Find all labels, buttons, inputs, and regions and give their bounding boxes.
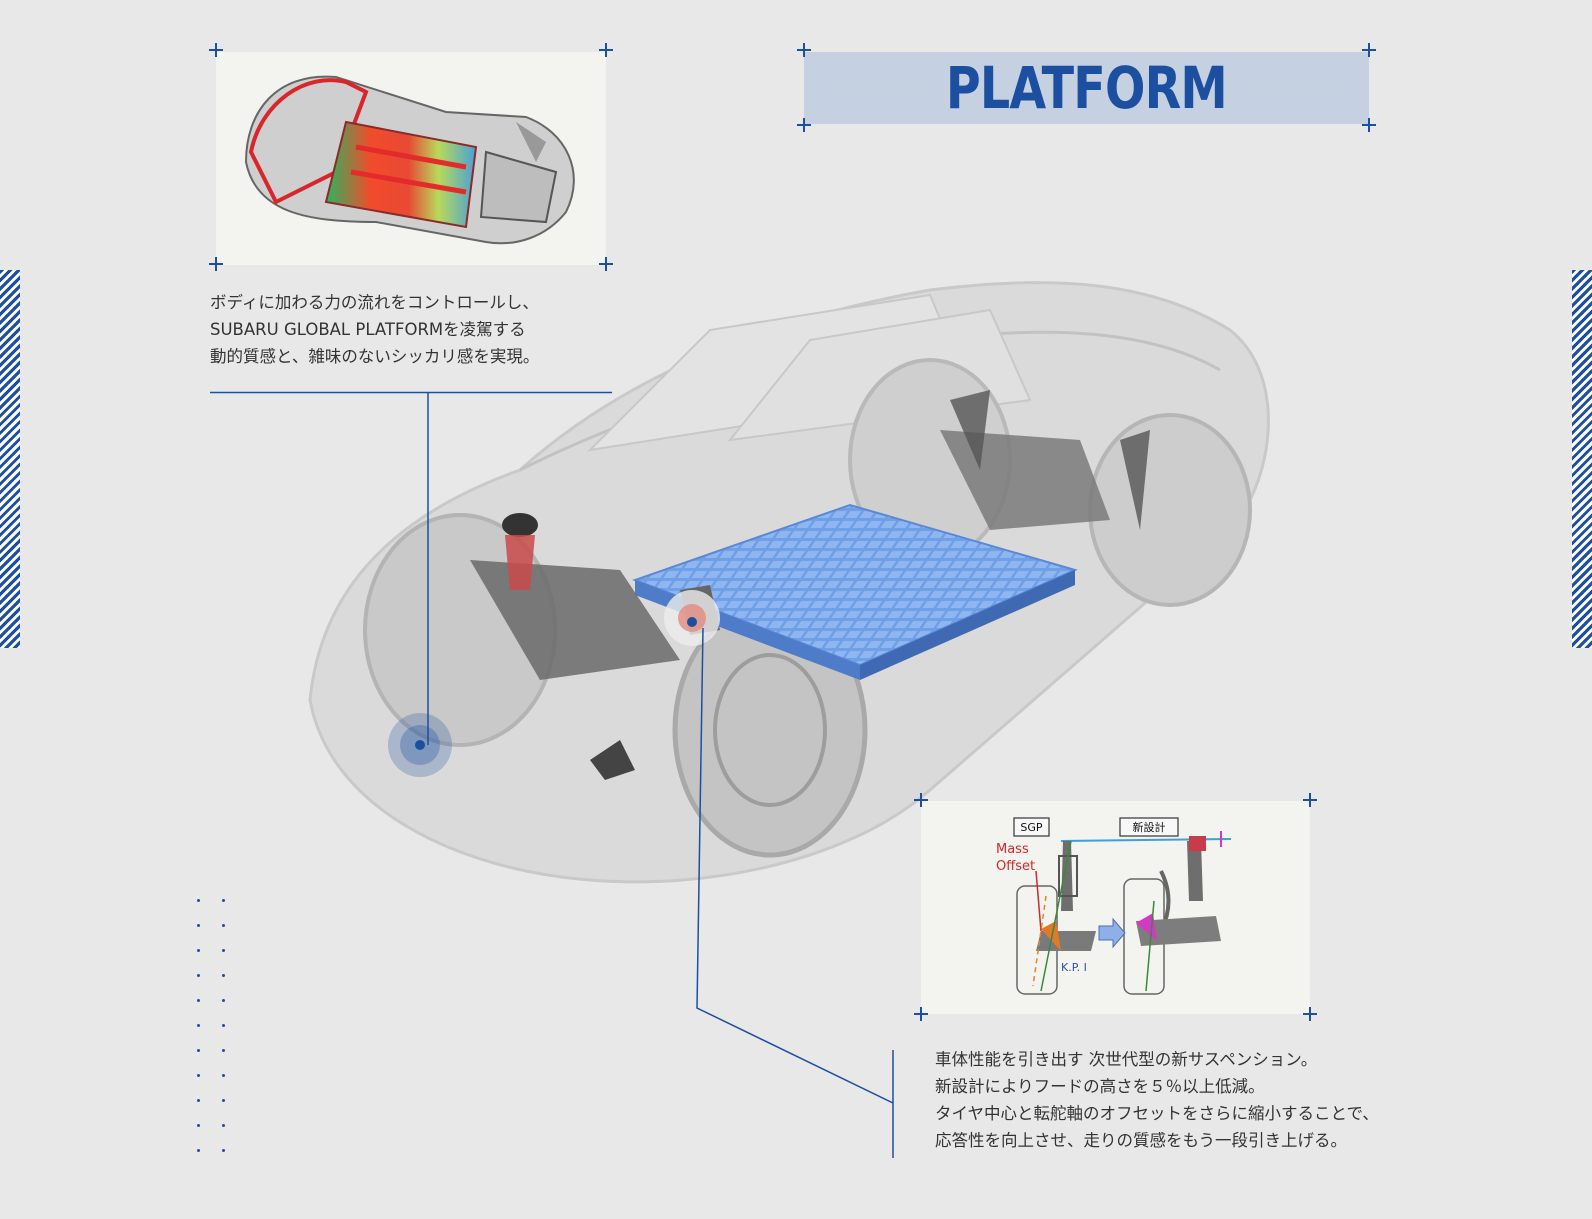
top-caption-line: 動的質感と、雑味のないシッカリ感を実現。 — [210, 347, 540, 366]
label-sgp: SGP — [1020, 821, 1043, 834]
dot-grid-decoration — [197, 899, 227, 1159]
label-new-design: 新設計 — [1133, 820, 1166, 834]
mass-offset-label: Mass — [996, 842, 1029, 857]
crop-mark-icon — [914, 1007, 928, 1021]
crop-mark-icon — [797, 43, 811, 57]
crop-mark-icon — [797, 118, 811, 132]
crop-mark-icon — [1303, 1007, 1317, 1021]
crop-mark-icon — [209, 257, 223, 271]
top-caption-line: SUBARU GLOBAL PLATFORMを凌駕する — [210, 320, 526, 339]
crop-mark-icon — [914, 793, 928, 807]
right-stripe-decoration — [1572, 270, 1592, 648]
title-banner: PLATFORM — [804, 52, 1369, 124]
top-caption-line: ボディに加わる力の流れをコントロールし、 — [210, 293, 539, 312]
page-title: PLATFORM — [945, 54, 1228, 122]
car-platform-illustration — [308, 281, 1270, 884]
kpi-label: K.P. I — [1061, 961, 1087, 974]
left-stripe-decoration — [0, 270, 20, 648]
bottom-caption: 車体性能を引き出す 次世代型の新サスペンション。 新設計によりフードの高さを５％… — [935, 1046, 1379, 1154]
top-caption: ボディに加わる力の流れをコントロールし、 SUBARU GLOBAL PLATF… — [210, 289, 539, 370]
bottom-caption-line: タイヤ中心と転舵軸のオフセットをさらに縮小することで、 — [935, 1104, 1379, 1123]
crop-mark-icon — [599, 43, 613, 57]
mass-offset-label: Offset — [996, 859, 1035, 874]
suspension-diagram: SGP 新設計 Mass Offset K.P. I — [921, 801, 1310, 1014]
crop-mark-icon — [209, 43, 223, 57]
crop-mark-icon — [1362, 118, 1376, 132]
crop-mark-icon — [1362, 43, 1376, 57]
body-stress-image — [216, 52, 606, 265]
bottom-caption-line: 車体性能を引き出す 次世代型の新サスペンション。 — [935, 1050, 1318, 1069]
crop-mark-icon — [1303, 793, 1317, 807]
bottom-caption-line: 応答性を向上させ、走りの質感をもう一段引き上げる。 — [935, 1131, 1348, 1150]
bottom-caption-line: 新設計によりフードの高さを５％以上低減。 — [935, 1077, 1265, 1096]
crop-mark-icon — [599, 257, 613, 271]
